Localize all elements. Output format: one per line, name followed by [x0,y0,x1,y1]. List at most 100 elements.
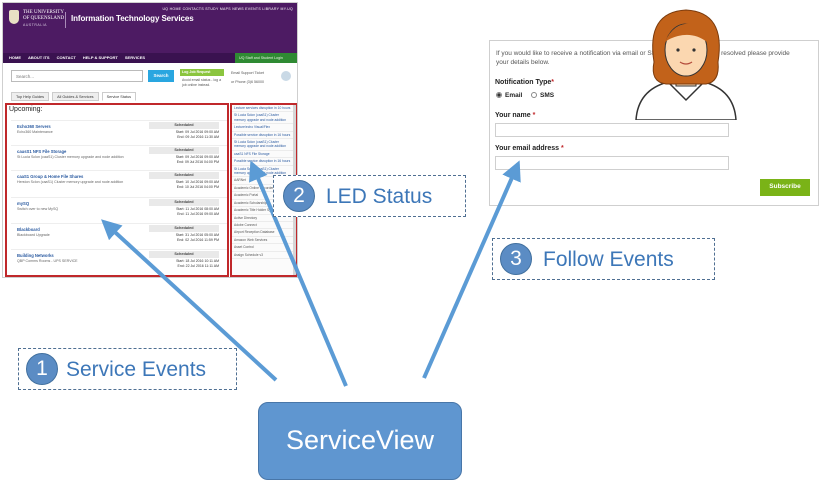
event-end: End: 10 Jul 2016 04:00 PM [176,185,219,189]
email-support-panel: Email Support Ticket or Phone (3)6 56000 [229,69,291,101]
header-divider [65,12,66,28]
tab-service-status[interactable]: Service Status [101,92,137,101]
led-item[interactable]: Academic Title Holder System [232,207,293,215]
nav-item-contact[interactable]: CONTACT [56,55,76,60]
event-desc: Herston Sclon (caaS1) Cluster memory upg… [17,180,124,184]
event-status-badge: Scheduled [149,147,219,154]
nav-items: HOME ABOUT ITS CONTACT HELP & SUPPORT SERVIC… [9,55,152,60]
event-end: End: 09 Jul 2016 11:30 AM [177,135,219,139]
event-start: Start: 09 Jul 2016 09:00 AM [175,130,219,134]
uq-logo-country: AUSTRALIA [23,23,47,27]
required-mark: * [561,145,564,152]
led-item[interactable]: Adobe Connect [232,222,293,230]
required-mark: * [532,112,536,119]
led-item[interactable]: Possible service disruption in 16 hours [232,132,293,140]
radio-selected-icon[interactable] [496,92,502,98]
event-status-badge: Scheduled [149,122,219,129]
led-item[interactable]: Airport Reception Database [232,229,293,237]
required-mark: * [551,79,554,86]
name-label: Your name * [495,112,535,119]
nav-item-about[interactable]: ABOUT ITS [28,55,50,60]
event-start: Start: 11 Jul 2016 08:00 AM [176,207,219,211]
nav-item-services[interactable]: SERVICES [124,55,146,60]
led-item[interactable]: St Lucia Sclon (caaS1) Cluster memory up… [232,139,293,151]
event-title[interactable]: Building Networks [17,253,54,258]
event-title[interactable]: caaS1 Group & Home File Shares [17,174,84,179]
notification-type-label: Notification Type* [495,79,554,86]
log-job-request-panel: Log Job Request Avoid email status - log… [180,69,224,101]
log-job-request-button[interactable]: Log Job Request [180,69,224,76]
event-desc: QBP Comms Rooms - UPS SERVICE [17,259,78,263]
radio-email-label: Email [505,92,523,99]
top-links[interactable]: UQ HOME CONTACTS STUDY MAPS NEWS EVENTS … [162,7,293,11]
uq-service-status-screenshot: THE UNIVERSITY OF QUEENSLAND AUSTRALIA I… [2,2,298,278]
email-support-title[interactable]: Email Support Ticket [231,71,264,75]
nav-item-home[interactable]: HOME [9,55,21,60]
uq-logo-text: THE UNIVERSITY OF QUEENSLAND [23,10,65,21]
email-label: Your email address * [495,145,564,152]
led-item[interactable]: caaS1 NFS File Storage [232,151,293,159]
event-desc: Blackboard Upgrade [17,233,50,237]
service-events-highlight [5,103,229,277]
event-start: Start: 31 Jul 2016 05:00 AM [175,233,219,237]
radio-sms[interactable]: SMS [531,92,554,99]
led-item[interactable]: Academic Scholarships [232,200,293,208]
arrow-to-service-events [101,219,278,382]
email-label-text: Your email address [495,145,560,152]
event-desc: St Lucia Sclon (caaS1) Cluster memory up… [17,155,124,159]
event-desc: Switch over to new MySQ [17,207,59,211]
led-item[interactable]: St Lucia Sclon (caaS1) Cluster memory up… [232,112,293,125]
event-title[interactable]: mySQ [17,201,30,206]
email-field[interactable] [495,156,729,170]
subscribe-button[interactable]: Subscribe [760,179,810,196]
event-row: caaS1 Group & Home File Shares Herston S… [11,170,227,194]
event-start: Start: 09 Jul 2016 09:00 AM [175,155,219,159]
arrow-to-led-status [249,160,348,387]
led-item[interactable]: Lecture/echo Visual/Flex [232,124,293,132]
radio-sms-label: SMS [540,92,555,99]
radio-email[interactable]: Email [496,92,522,99]
led-item[interactable]: Lecture services disruption in 10 hours [232,105,293,113]
serviceview-box [258,402,462,480]
event-status-badge: Scheduled [149,251,219,258]
led-item[interactable]: Asset Control [232,244,293,252]
log-job-request-text: Avoid email status - log a job online in… [182,78,222,87]
led-item[interactable]: Assign Schedule v3 [232,252,293,259]
event-end: End: 22 Jul 2016 11:11 AM [177,264,219,268]
event-title[interactable]: Blackboard [17,227,40,232]
event-desc: Echo360 Maintenance [17,130,53,134]
event-start: Start: 18 Jul 2016 10:11 AM [176,259,219,263]
search-button[interactable]: Search [148,70,174,82]
event-status-badge: Scheduled [149,225,219,232]
arrow-to-follow-events [422,160,521,379]
form-intro-text: If you would like to receive a notificat… [496,50,790,66]
email-support-phone: or Phone (3)6 56000 [231,80,264,84]
event-title[interactable]: Echo360 Servers [17,124,51,129]
name-field[interactable] [495,123,729,137]
uq-logo[interactable]: THE UNIVERSITY OF QUEENSLAND AUSTRALIA [9,10,65,34]
staff-login-button[interactable]: UQ Staff and Student Login [235,53,297,63]
help-icon[interactable] [281,71,291,81]
led-item[interactable]: Active Directory [232,215,293,222]
search-input[interactable]: Search... [11,70,143,82]
tab-top-help-guides[interactable]: Top Help Guides [11,92,50,101]
callout-number-3: 3 [500,243,532,275]
notification-type-text: Notification Type [495,79,552,86]
event-row: mySQ Switch over to new MySQ Scheduled S… [11,197,227,221]
event-title[interactable]: causS1 NFS File Storage [17,149,67,154]
tab-all-guides[interactable]: All Guides & Services [52,92,99,101]
event-end: End: 02 Jul 2016 11:59 PM [177,238,219,242]
radio-empty-icon[interactable] [531,92,537,98]
led-item[interactable]: Academic Portal [232,192,293,200]
nav-item-help[interactable]: HELP & SUPPORT [82,55,118,60]
user-avatar-icon [635,9,737,120]
site-header: THE UNIVERSITY OF QUEENSLAND AUSTRALIA I… [3,3,297,53]
event-start: Start: 10 Jul 2016 09:00 AM [175,180,219,184]
led-item[interactable]: Amazon Web Services [232,237,293,245]
